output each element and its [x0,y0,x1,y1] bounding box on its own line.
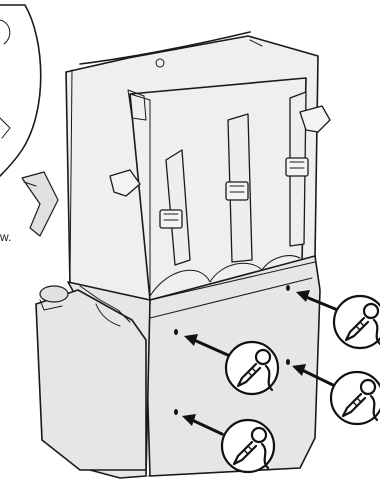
buckle-1 [160,210,182,228]
callout-2 [226,342,278,394]
glue-point-1 [286,285,290,291]
detail-circle [0,5,41,176]
buckle-3 [286,158,308,176]
cropped-instruction-text: w. [0,230,11,244]
glue-point-3 [286,359,290,365]
glue-point-4 [174,409,178,415]
callout-1 [334,296,380,348]
callout-3 [331,372,380,424]
glue-point-2 [174,329,178,335]
left-strap-loop [22,172,58,236]
buckle-2 [226,182,248,200]
callout-4 [222,420,274,472]
